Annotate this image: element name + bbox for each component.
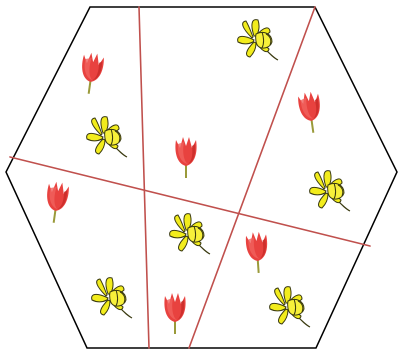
hexagon-outline — [6, 7, 397, 348]
